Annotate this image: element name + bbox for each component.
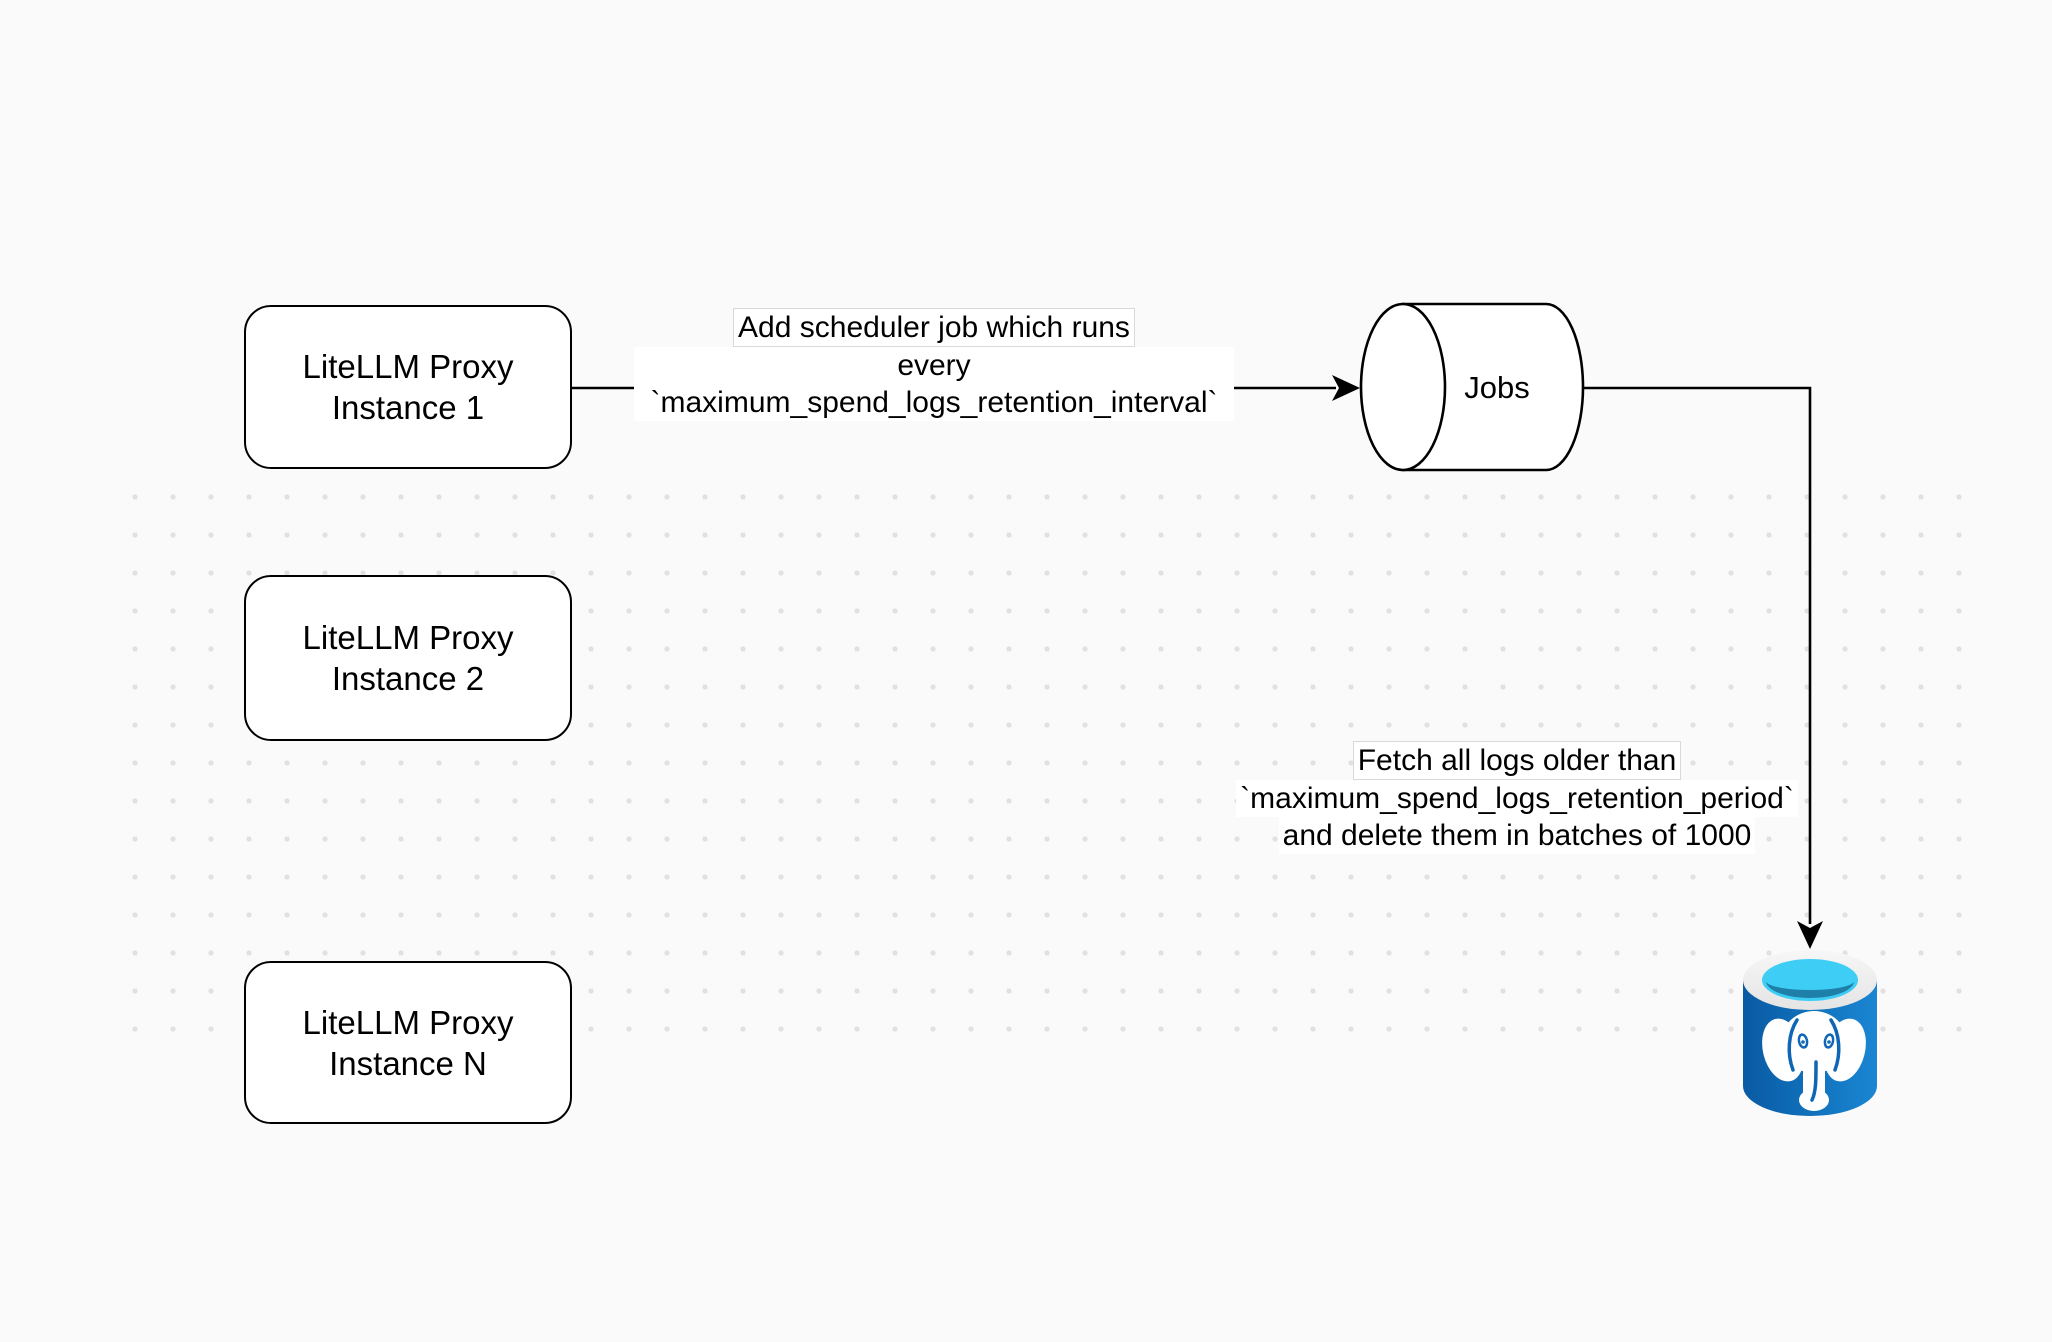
node-jobs-queue[interactable] (1359, 302, 1585, 472)
node-litellm-proxy-instance-1[interactable]: LiteLLM Proxy Instance 1 (244, 305, 572, 469)
edge-label-line: Fetch all logs older than (1352, 741, 1682, 780)
node-label-line: LiteLLM Proxy (302, 1003, 514, 1041)
node-label-line: LiteLLM Proxy (302, 619, 514, 656)
node-label-line: LiteLLM Proxy (302, 348, 514, 385)
node-litellm-proxy-instance-2[interactable]: LiteLLM Proxy Instance 2 (244, 575, 572, 741)
edge-label-fetch-delete: Fetch all logs older than `maximum_spend… (1187, 741, 1847, 854)
jobs-queue-label: Jobs (1464, 370, 1530, 405)
db-water-shadow (1766, 981, 1854, 998)
node-litellm-proxy-instance-n[interactable]: LiteLLM Proxy Instance N (244, 961, 572, 1124)
node-label-line: Instance N (329, 1044, 487, 1082)
edge-label-line: every `maximum_spend_logs_retention_inte… (634, 347, 1234, 421)
postgres-elephant-icon (1762, 1011, 1866, 1111)
node-label-line: Instance 2 (331, 660, 485, 697)
edge-label-add-scheduler: Add scheduler job which runs every `maxi… (634, 308, 1234, 421)
arrowhead-right-icon (1332, 375, 1360, 401)
cylinder-end-ellipse (1359, 302, 1447, 472)
edge-label-line: Add scheduler job which runs (733, 308, 1135, 347)
edge-label-line: and delete them in batches of 1000 (1278, 817, 1756, 854)
node-label-line: Instance 1 (331, 389, 485, 426)
arrowhead-down-icon (1797, 921, 1823, 949)
postgresql-database-icon[interactable] (1743, 950, 1877, 1116)
edge-fetch-delete-logs[interactable] (1582, 386, 1823, 949)
edge-label-line: `maximum_spend_logs_retention_period` (1236, 780, 1798, 817)
